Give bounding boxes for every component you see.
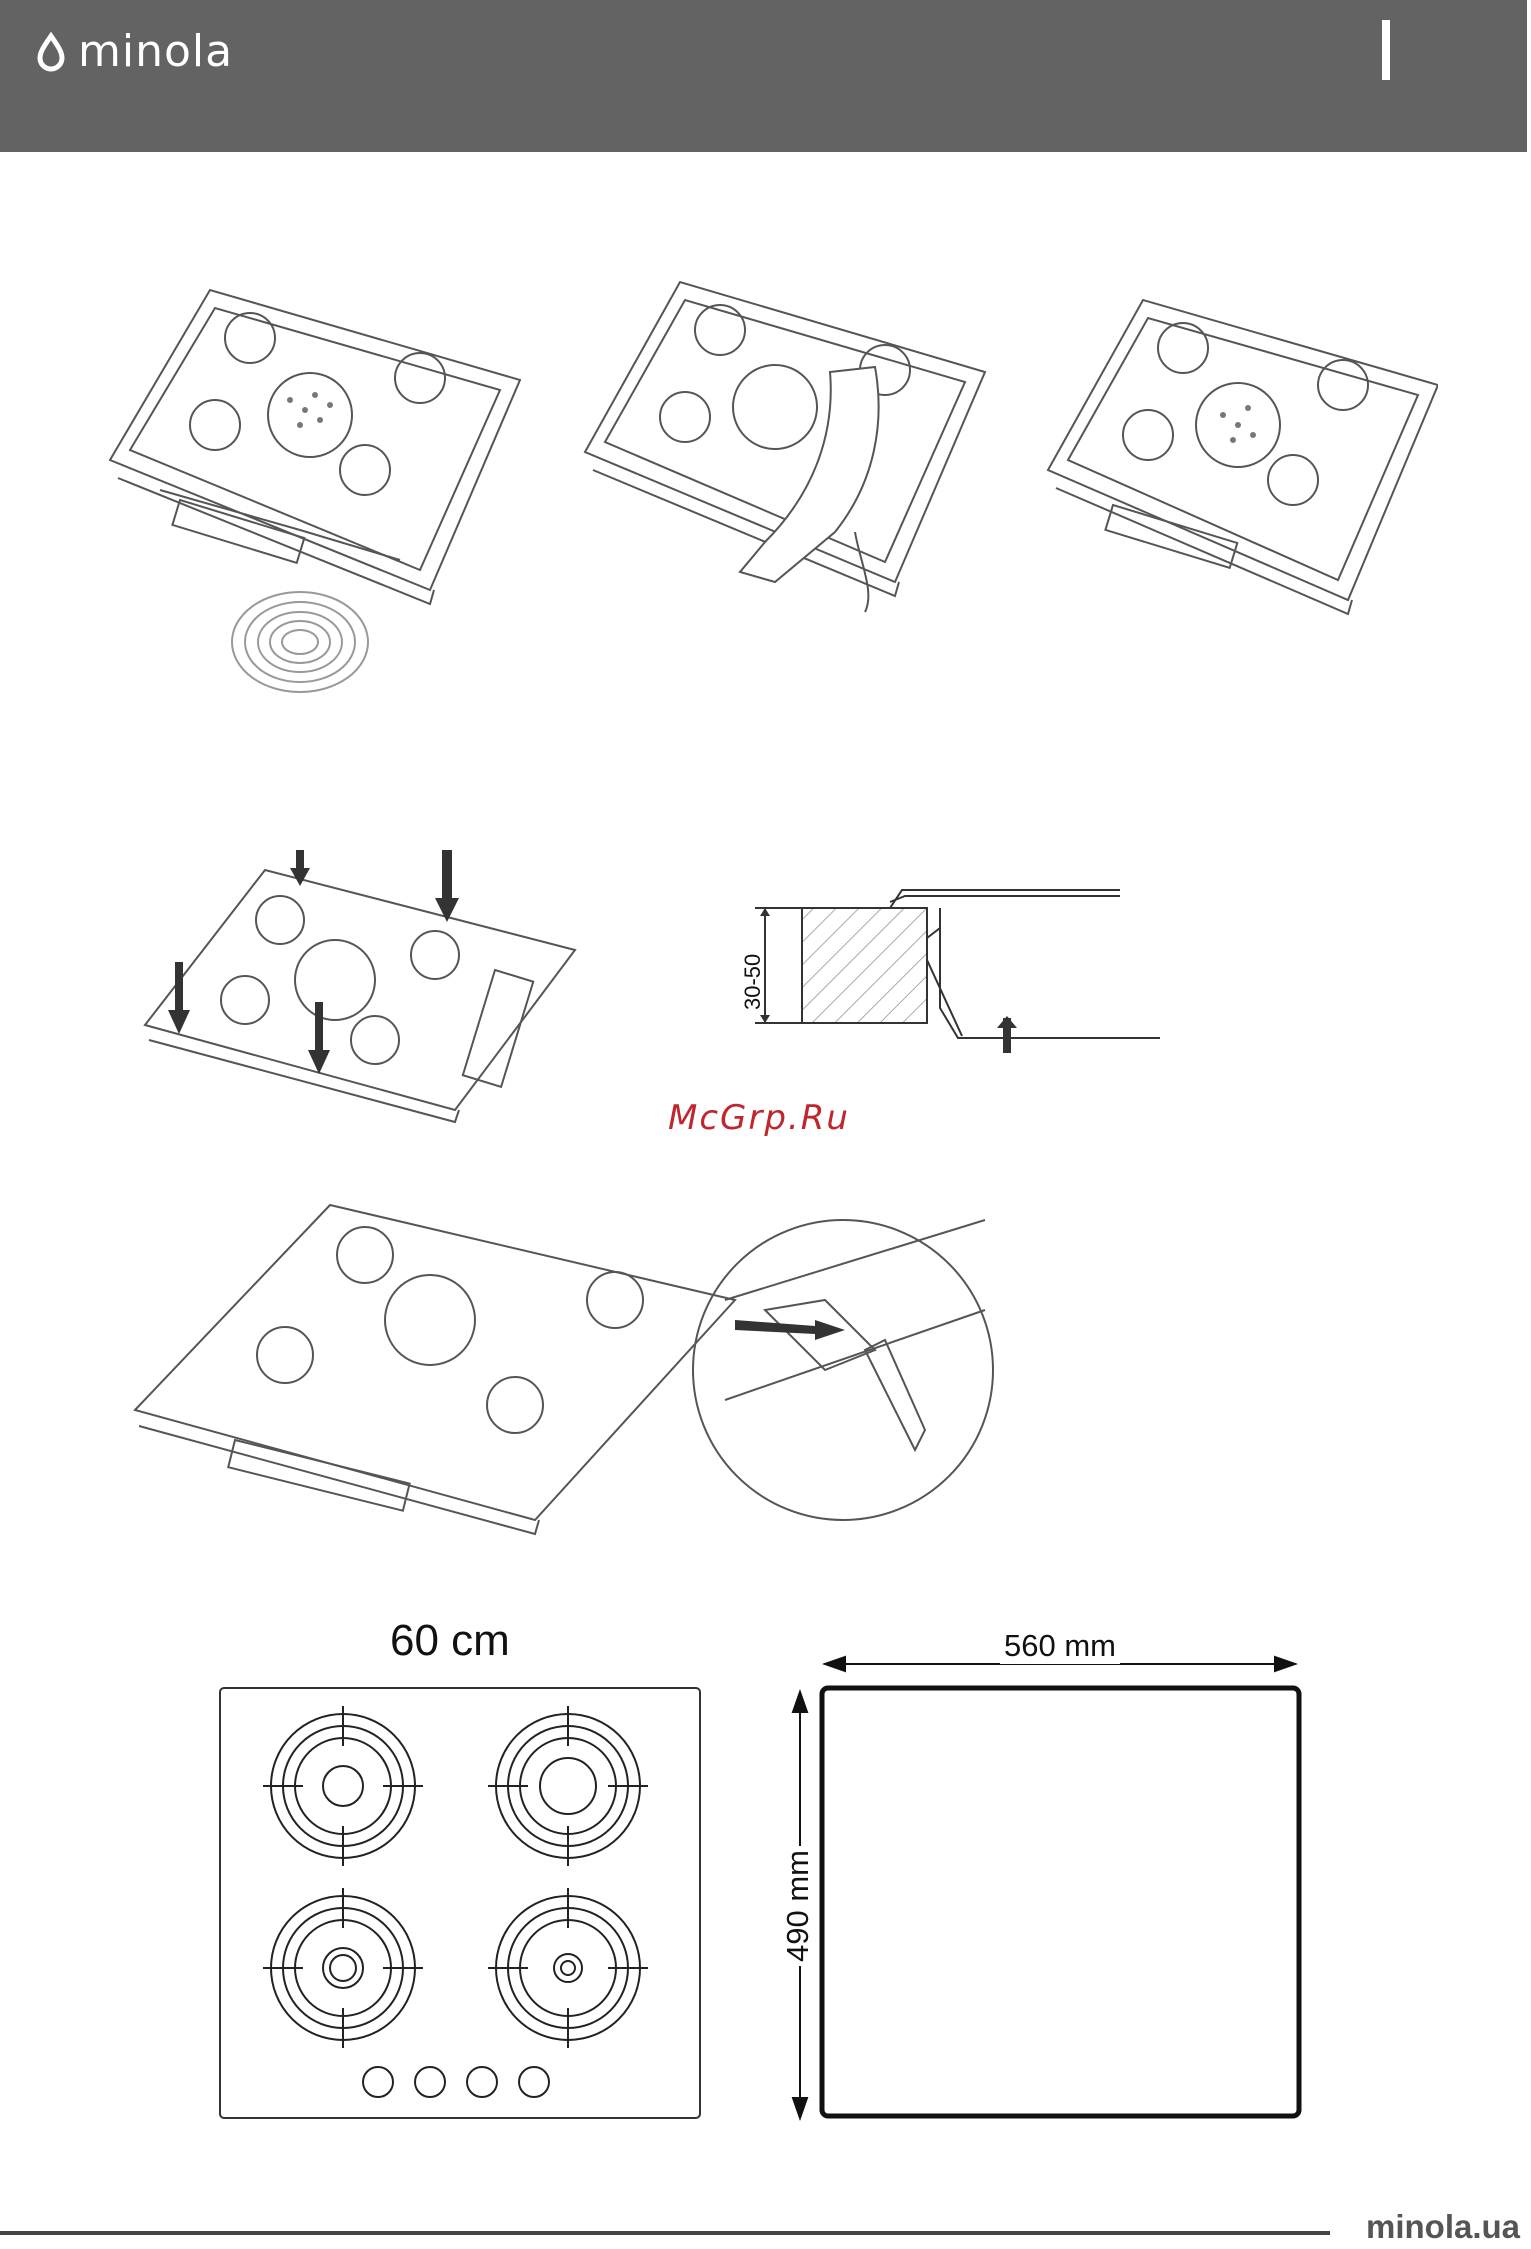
hob-top-view-drawing xyxy=(218,1686,704,2122)
flame-logo-icon xyxy=(34,32,68,72)
footer-rule xyxy=(0,2231,1330,2235)
depth-range-label: 30-50 xyxy=(740,954,766,1010)
cutout-depth-label: 490 mm xyxy=(780,1846,816,1966)
brand-logo[interactable]: minola xyxy=(34,24,233,80)
cutout-dimension-drawing xyxy=(790,1650,1310,2135)
page-marker xyxy=(1382,20,1390,80)
brand-name: minola xyxy=(78,30,233,74)
worktop-cross-section-diagram xyxy=(740,868,1170,1098)
hob-mounted-illustration xyxy=(1038,290,1438,630)
hob-clamp-detail-illustration xyxy=(125,1190,1245,1590)
hob-clamp-points-illustration xyxy=(135,850,585,1125)
hob-gas-pipe-illustration xyxy=(100,270,540,710)
hob-gasket-illustration xyxy=(575,272,995,632)
watermark: McGrp.Ru xyxy=(668,1098,850,1138)
hob-width-label: 60 cm xyxy=(390,1616,510,1666)
header-bar: minola xyxy=(0,0,1527,152)
cutout-width-label: 560 mm xyxy=(1000,1628,1120,1664)
footer-url[interactable]: minola.ua xyxy=(1366,2208,1520,2246)
